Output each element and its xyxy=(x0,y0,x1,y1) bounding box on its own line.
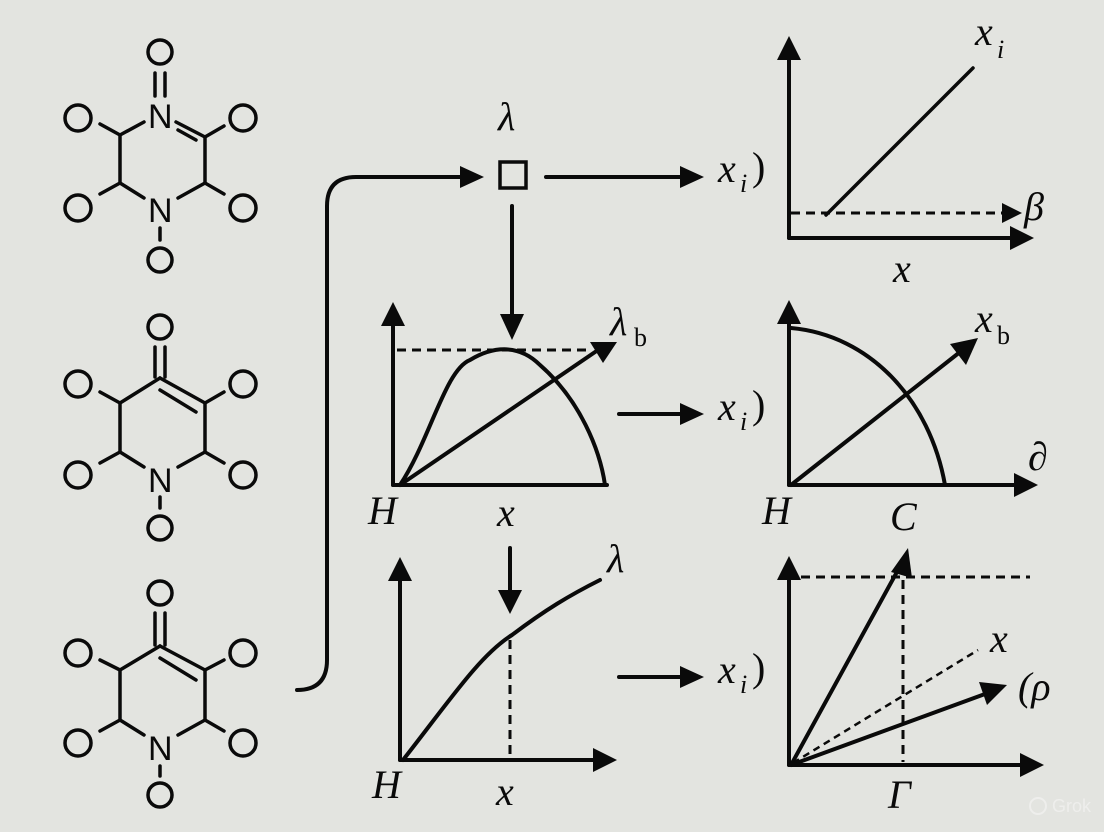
arrow-head-icon xyxy=(500,314,524,340)
lambda-node: λ xyxy=(497,94,528,190)
svg-text:C: C xyxy=(890,494,918,539)
oxygen-atom xyxy=(63,369,93,399)
oxygen-atom xyxy=(146,781,174,809)
svg-text:): ) xyxy=(752,144,765,189)
oxygen-atom xyxy=(146,313,174,341)
panel-middle-left: λ b H x xyxy=(367,299,647,535)
svg-text:x: x xyxy=(717,146,736,191)
svg-text:x: x xyxy=(495,769,514,814)
panel-top-right: x i β x xyxy=(777,9,1044,291)
nitrogen-label: N xyxy=(148,730,173,768)
oxygen-atom xyxy=(63,460,93,490)
svg-text:Γ: Γ xyxy=(887,772,913,817)
molecule-3: N xyxy=(63,579,258,809)
svg-text:i: i xyxy=(997,35,1004,64)
svg-text:x: x xyxy=(974,296,993,341)
oxygen-atom xyxy=(146,579,174,607)
svg-text:x: x xyxy=(892,246,911,291)
oxygen-atom xyxy=(228,728,258,758)
oxygen-atom xyxy=(228,638,258,668)
arrow-head-icon xyxy=(680,403,704,425)
output-label-bottom: x i ) xyxy=(717,645,765,699)
molecule-2: N xyxy=(63,313,258,542)
arrow-down-node xyxy=(500,204,524,340)
svg-text:Grok: Grok xyxy=(1052,796,1092,816)
oxygen-atom xyxy=(63,103,93,133)
svg-text:b: b xyxy=(634,323,647,352)
svg-text:H: H xyxy=(367,488,399,533)
svg-text:x: x xyxy=(989,616,1008,661)
svg-text:i: i xyxy=(740,670,747,699)
oxygen-atom xyxy=(228,193,258,223)
svg-text:β: β xyxy=(1023,184,1044,229)
output-label-top: x i ) xyxy=(717,144,765,198)
arrow-head-icon xyxy=(680,166,704,188)
oxygen-atom xyxy=(228,460,258,490)
svg-text:): ) xyxy=(752,645,765,690)
grok-logo-icon xyxy=(1029,797,1047,815)
arrow-to-output-top xyxy=(544,166,704,188)
svg-text:λ: λ xyxy=(609,299,627,344)
node-box xyxy=(498,160,528,190)
svg-text:∂: ∂ xyxy=(1028,434,1048,479)
nitrogen-label: N xyxy=(148,192,173,230)
svg-text:(ρ: (ρ xyxy=(1018,664,1051,709)
panel-bottom-left: λ H x xyxy=(371,536,624,814)
svg-text:x: x xyxy=(974,9,993,54)
arrow-to-output-middle xyxy=(617,403,704,425)
oxygen-atom xyxy=(63,638,93,668)
arrow-head-icon xyxy=(460,166,484,188)
panel-middle-right: x b ∂ H C xyxy=(761,296,1048,539)
nitrogen-label: N xyxy=(148,462,173,500)
arrow-to-output-bottom xyxy=(617,666,704,688)
svg-text:H: H xyxy=(371,762,403,807)
oxygen-atom xyxy=(146,246,174,274)
arrow-head-icon xyxy=(680,666,704,688)
molecule-1: N N xyxy=(63,38,258,274)
panel-bottom-right: x (ρ Γ xyxy=(777,548,1051,817)
svg-text:): ) xyxy=(752,382,765,427)
watermark: Grok xyxy=(1029,796,1092,816)
oxygen-atom xyxy=(228,103,258,133)
oxygen-atom xyxy=(63,728,93,758)
svg-text:x: x xyxy=(717,384,736,429)
nitrogen-label: N xyxy=(148,98,173,136)
svg-text:x: x xyxy=(496,490,515,535)
oxygen-atom xyxy=(146,514,174,542)
connector-arrow xyxy=(295,166,484,692)
node-label: λ xyxy=(497,94,515,139)
svg-text:x: x xyxy=(717,647,736,692)
output-label-middle: x i ) xyxy=(717,382,765,436)
svg-text:i: i xyxy=(740,169,747,198)
svg-text:i: i xyxy=(740,407,747,436)
svg-text:λ: λ xyxy=(606,536,624,581)
svg-text:b: b xyxy=(997,321,1010,350)
oxygen-atom xyxy=(63,193,93,223)
oxygen-atom xyxy=(146,38,174,66)
svg-text:H: H xyxy=(761,488,793,533)
oxygen-atom xyxy=(228,369,258,399)
